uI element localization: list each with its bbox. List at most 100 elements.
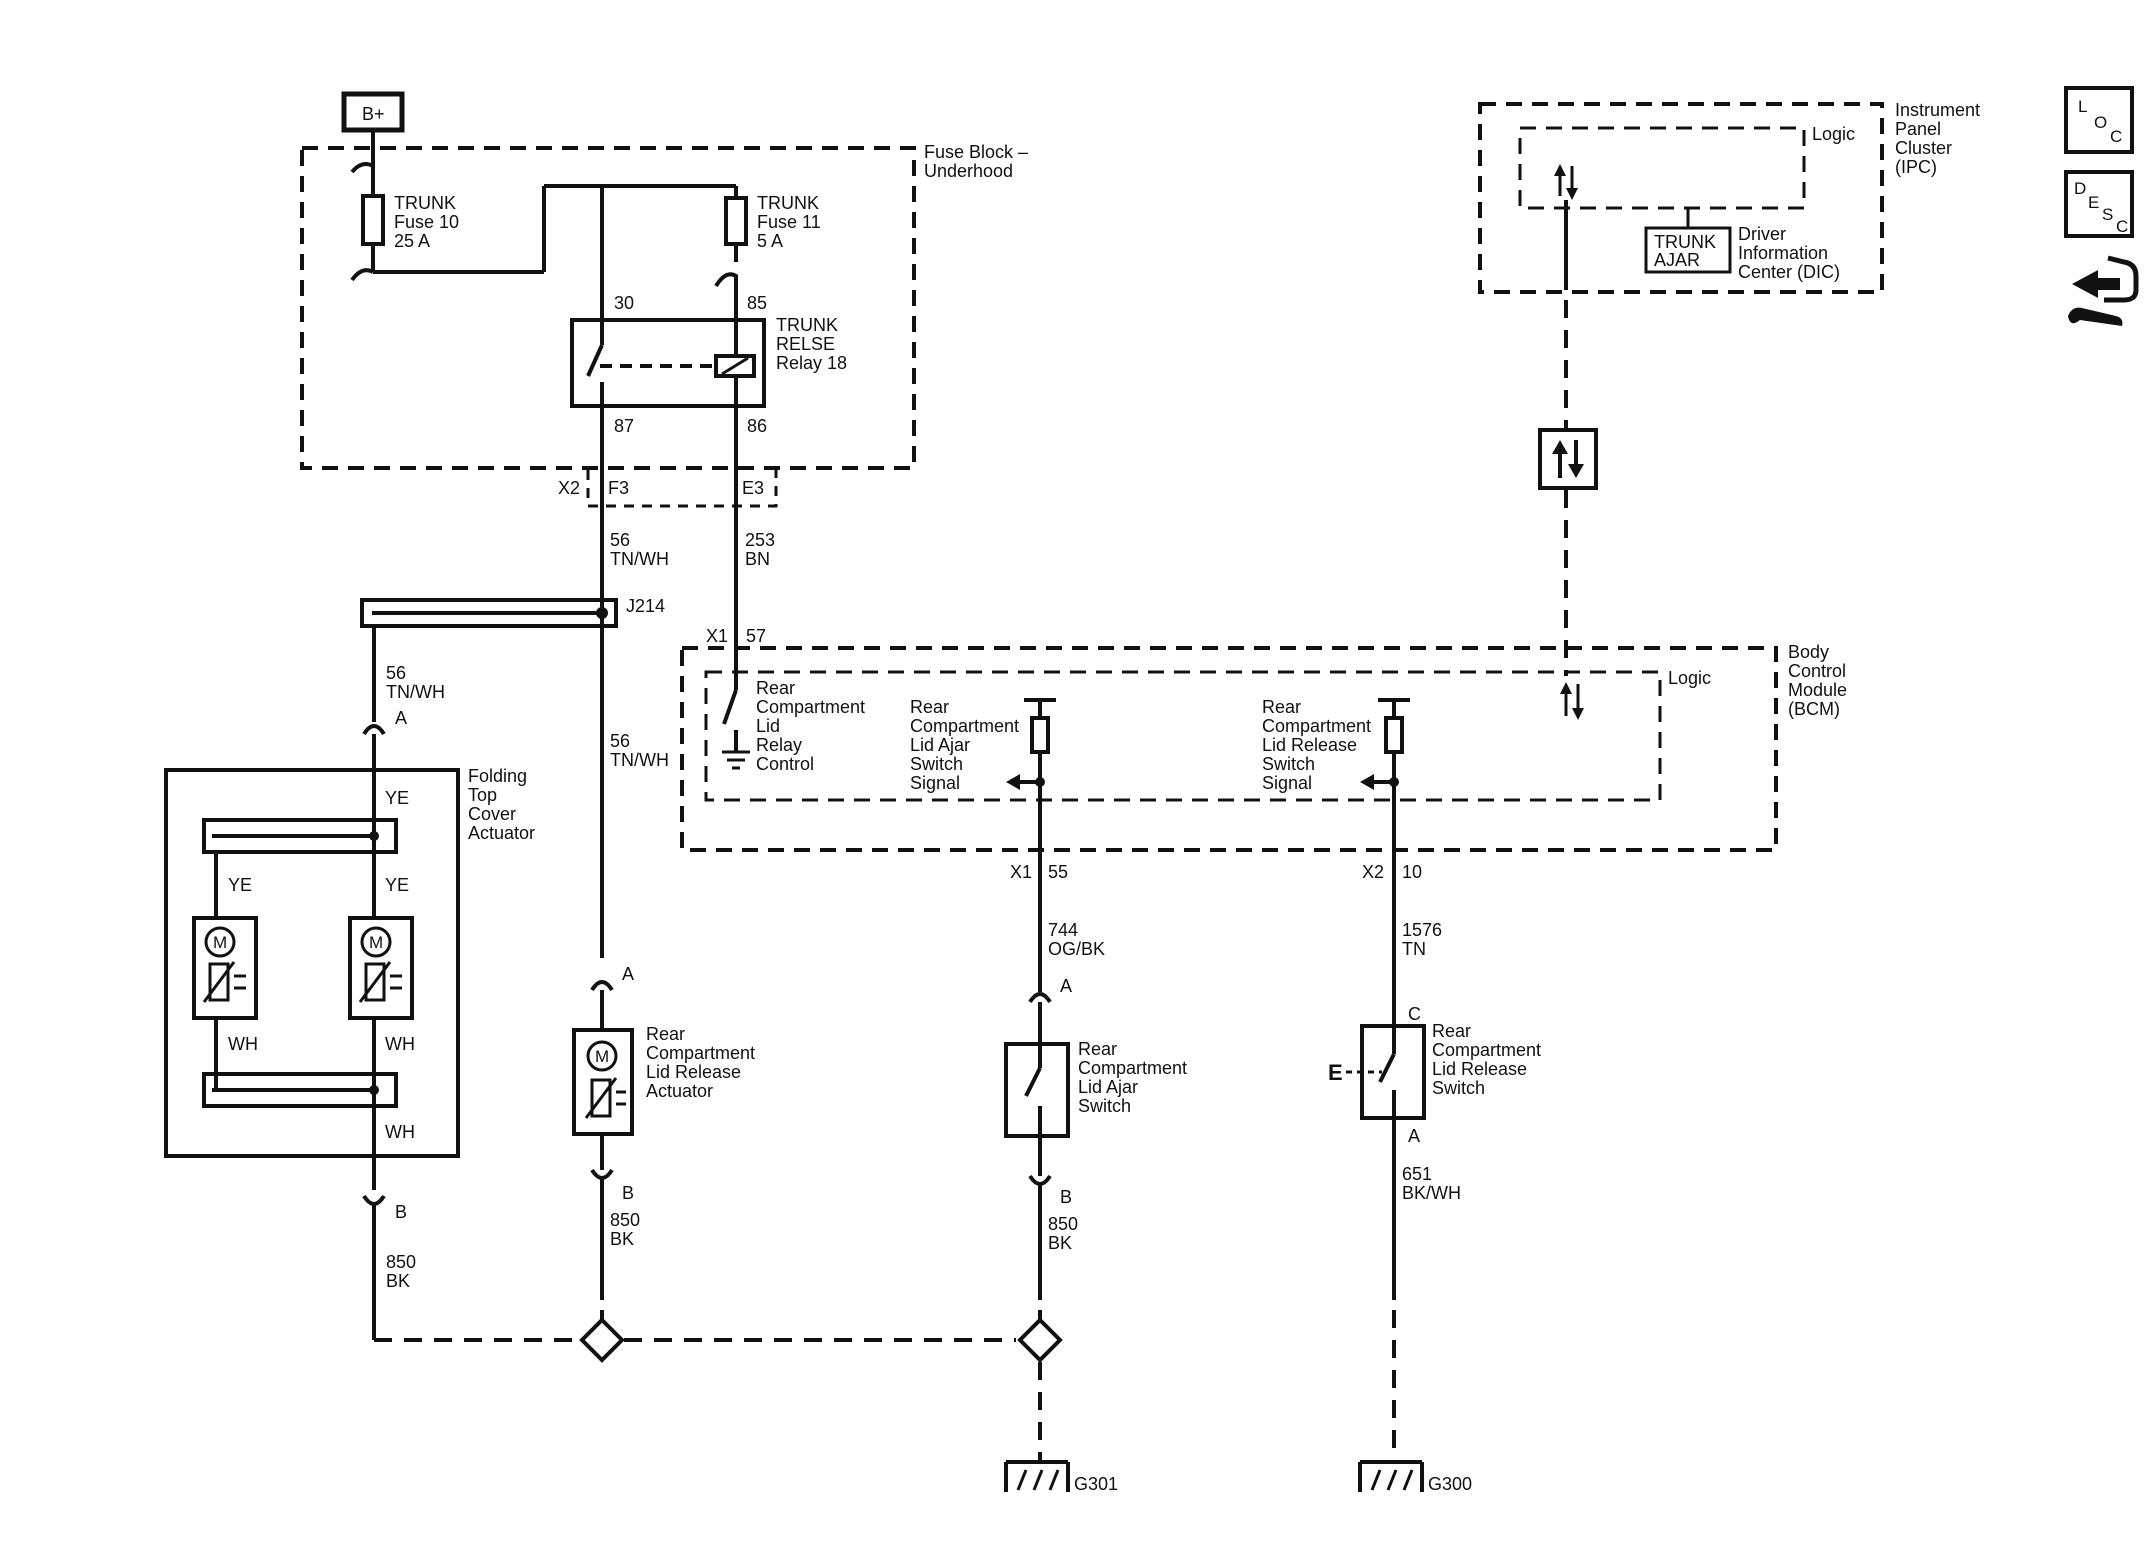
bcm-label-2: Control bbox=[1788, 661, 1846, 681]
actuator-pin-a: A bbox=[622, 964, 634, 984]
wire-56-color: TN/WH bbox=[610, 549, 669, 569]
bcm-pin-10-label: 10 bbox=[1402, 862, 1422, 882]
folding-wire-wh-right: WH bbox=[385, 1034, 415, 1054]
ground-g300-label: G300 bbox=[1428, 1474, 1472, 1494]
actuator-motor-label: M bbox=[595, 1047, 609, 1066]
fuse10-rating: 25 A bbox=[394, 231, 430, 251]
wire-744-color: OG/BK bbox=[1048, 939, 1105, 959]
ajar-switch-pin-a: A bbox=[1060, 976, 1072, 996]
wire-850-ajar-color: BK bbox=[1048, 1233, 1072, 1253]
fuse11-rating: 5 A bbox=[757, 231, 783, 251]
folding-pin-b: B bbox=[395, 1202, 407, 1222]
folding-motor-right-label: M bbox=[369, 933, 383, 952]
fuse-block-connector-x2: X2 F3 E3 bbox=[558, 470, 778, 508]
bcm-pin-57-label: 57 bbox=[746, 626, 766, 646]
ajar-switch-label-3: Lid Ajar bbox=[1078, 1077, 1138, 1097]
battery-terminal: B+ bbox=[341, 91, 405, 166]
wire-850-actuator-color: BK bbox=[610, 1229, 634, 1249]
bcm-relay-ctrl-4: Relay bbox=[756, 735, 802, 755]
desc-letter-d: D bbox=[2074, 179, 2086, 198]
dic-ajar-text: AJAR bbox=[1654, 250, 1700, 270]
bcm-ajar-sig-1: Rear bbox=[910, 697, 949, 717]
ajar-switch-label-1: Rear bbox=[1078, 1039, 1117, 1059]
fuse11-number: Fuse 11 bbox=[757, 212, 821, 232]
folding-top-cover-actuator: Folding Top Cover Actuator YE YE YE M M … bbox=[164, 734, 535, 1190]
ipc-label-2: Panel bbox=[1895, 119, 1941, 139]
wire-651-color: BK/WH bbox=[1402, 1183, 1461, 1203]
actuator-label-3: Lid Release bbox=[646, 1062, 741, 1082]
folding-wire-ye-right: YE bbox=[385, 875, 409, 895]
bcm-release-sig-5: Signal bbox=[1262, 773, 1312, 793]
wire-850-ajar-number: 850 bbox=[1048, 1214, 1078, 1234]
fuse10-name: TRUNK bbox=[394, 193, 456, 213]
folding-pin-a: A bbox=[395, 708, 407, 728]
ipc-label-4: (IPC) bbox=[1895, 157, 1937, 177]
release-switch-pin-a: A bbox=[1408, 1126, 1420, 1146]
loc-letter-l: L bbox=[2078, 97, 2087, 116]
bcm-release-sig-1: Rear bbox=[1262, 697, 1301, 717]
wire-56-branch-color: TN/WH bbox=[386, 682, 445, 702]
desc-letter-e: E bbox=[2088, 193, 2099, 212]
desc-letter-c: C bbox=[2116, 217, 2128, 236]
wire-56-number: 56 bbox=[610, 530, 630, 550]
bcm-relay-ctrl-1: Rear bbox=[756, 678, 795, 698]
relay-pin-30: 30 bbox=[614, 293, 634, 313]
description-button[interactable]: D E S C bbox=[2064, 170, 2134, 238]
wire-253-number: 253 bbox=[745, 530, 775, 550]
wire-850-folding-number: 850 bbox=[386, 1252, 416, 1272]
wire-1576-number: 1576 bbox=[1402, 920, 1442, 940]
ground-g301-label: G301 bbox=[1074, 1474, 1118, 1494]
connector-wrench-icon[interactable] bbox=[2068, 255, 2139, 326]
conn-x2-label: X2 bbox=[558, 478, 580, 498]
folding-wire-wh-bottom: WH bbox=[385, 1122, 415, 1142]
bcm-ajar-sig-3: Lid Ajar bbox=[910, 735, 970, 755]
folding-motor-left-label: M bbox=[213, 933, 227, 952]
wire-1576-color: TN bbox=[1402, 939, 1426, 959]
bcm-logic-label: Logic bbox=[1668, 668, 1711, 688]
ajar-switch-label-2: Compartment bbox=[1078, 1058, 1187, 1078]
actuator-label-1: Rear bbox=[646, 1024, 685, 1044]
fuse-11: TRUNK Fuse 11 5 A bbox=[714, 186, 821, 320]
bcm-label-3: Module bbox=[1788, 680, 1847, 700]
release-switch-pin-c: C bbox=[1408, 1004, 1421, 1024]
bcm-ajar-sig-4: Switch bbox=[910, 754, 963, 774]
wire-253-color: BN bbox=[745, 549, 770, 569]
wire-651-number: 651 bbox=[1402, 1164, 1432, 1184]
wire-850-actuator-number: 850 bbox=[610, 1210, 640, 1230]
bcm-conn-x2-label: X2 bbox=[1362, 862, 1384, 882]
release-switch-label-4: Switch bbox=[1432, 1078, 1485, 1098]
actuator-label-4: Actuator bbox=[646, 1081, 713, 1101]
desc-letter-s: S bbox=[2102, 205, 2113, 224]
loc-letter-o: O bbox=[2094, 113, 2107, 132]
bcm-pin-55-label: 55 bbox=[1048, 862, 1068, 882]
wire-56-lower-color: TN/WH bbox=[610, 750, 669, 770]
bcm-release-sig-2: Compartment bbox=[1262, 716, 1371, 736]
ground-g300: G300 bbox=[1358, 1460, 1472, 1494]
lid-release-actuator: A M B Rear Compartment Lid Release Actua… bbox=[572, 964, 755, 1203]
folding-wire-wh-left: WH bbox=[228, 1034, 258, 1054]
splice-j214: J214 bbox=[360, 596, 665, 628]
bcm-relay-ctrl-2: Compartment bbox=[756, 697, 865, 717]
bcm-release-sig-4: Switch bbox=[1262, 754, 1315, 774]
lid-release-switch: C E A Rear Compartment Lid Release Switc… bbox=[1328, 1004, 1541, 1146]
ajar-switch-pin-b: B bbox=[1060, 1187, 1072, 1207]
battery-label: B+ bbox=[362, 104, 385, 124]
wire-744-number: 744 bbox=[1048, 920, 1078, 940]
ground-splice-left bbox=[579, 1317, 625, 1363]
fuse-block-label-2: Underhood bbox=[924, 161, 1013, 181]
splice-j214-label: J214 bbox=[626, 596, 665, 616]
relay-label-3: Relay 18 bbox=[776, 353, 847, 373]
ipc-label-3: Cluster bbox=[1895, 138, 1952, 158]
dic-label-2: Information bbox=[1738, 243, 1828, 263]
bcm-conn-x1-label: X1 bbox=[706, 626, 728, 646]
dic-label-1: Driver bbox=[1738, 224, 1786, 244]
bcm-relay-ctrl-5: Control bbox=[756, 754, 814, 774]
conn-e3-label: E3 bbox=[742, 478, 764, 498]
location-button[interactable]: L O C bbox=[2064, 86, 2134, 154]
loc-letter-c: C bbox=[2110, 127, 2122, 146]
relay-pin-87: 87 bbox=[614, 416, 634, 436]
folding-wire-ye-top: YE bbox=[385, 788, 409, 808]
ajar-switch-label-4: Switch bbox=[1078, 1096, 1131, 1116]
release-switch-e-label: E bbox=[1328, 1060, 1343, 1085]
